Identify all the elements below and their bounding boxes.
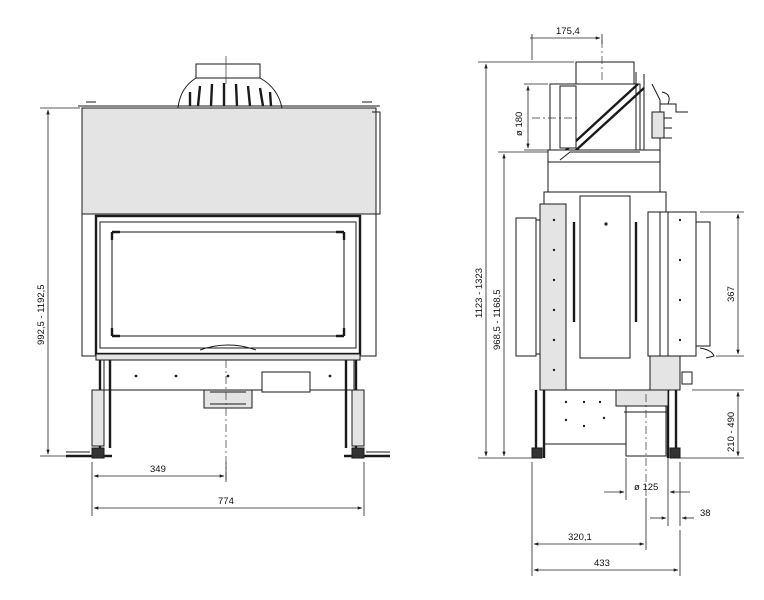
side-base bbox=[531, 389, 681, 496]
front-axis-offset-label: 349 bbox=[150, 464, 166, 475]
front-height-label: 992,5 - 1192,5 bbox=[36, 284, 47, 345]
glass-door bbox=[111, 231, 345, 337]
front-width-label: 774 bbox=[218, 496, 234, 507]
side-air-inlet-diameter-label: ø 125 bbox=[634, 482, 658, 493]
front-flue-collar bbox=[177, 56, 283, 109]
side-depth-label: 433 bbox=[594, 558, 610, 569]
side-air-inlet-height-label: 210 - 490 bbox=[726, 412, 737, 452]
side-air-inlet-offset-label: 38 bbox=[700, 508, 711, 519]
side-view bbox=[515, 40, 715, 496]
front-firebox bbox=[81, 213, 377, 361]
front-view bbox=[66, 56, 390, 482]
side-air-box-height-label: 367 bbox=[726, 286, 737, 302]
side-dimensions: 175,4 ø 180 1123 - 1323 968,5 - 1168,5 3… bbox=[474, 26, 744, 576]
front-hood bbox=[81, 107, 377, 215]
side-axis-depth-label: 320,1 bbox=[568, 532, 592, 543]
side-top-offset-label: 175,4 bbox=[556, 26, 580, 37]
side-flue-diameter-label: ø 180 bbox=[514, 112, 525, 136]
front-dimensions: 992,5 - 1192,5 349 774 bbox=[36, 107, 365, 516]
side-body bbox=[515, 161, 715, 391]
front-base bbox=[66, 359, 390, 459]
side-overall-height-label: 1123 - 1323 bbox=[474, 268, 485, 318]
side-inner-height-label: 968,5 - 1168,5 bbox=[492, 289, 503, 350]
side-flue bbox=[532, 40, 688, 163]
